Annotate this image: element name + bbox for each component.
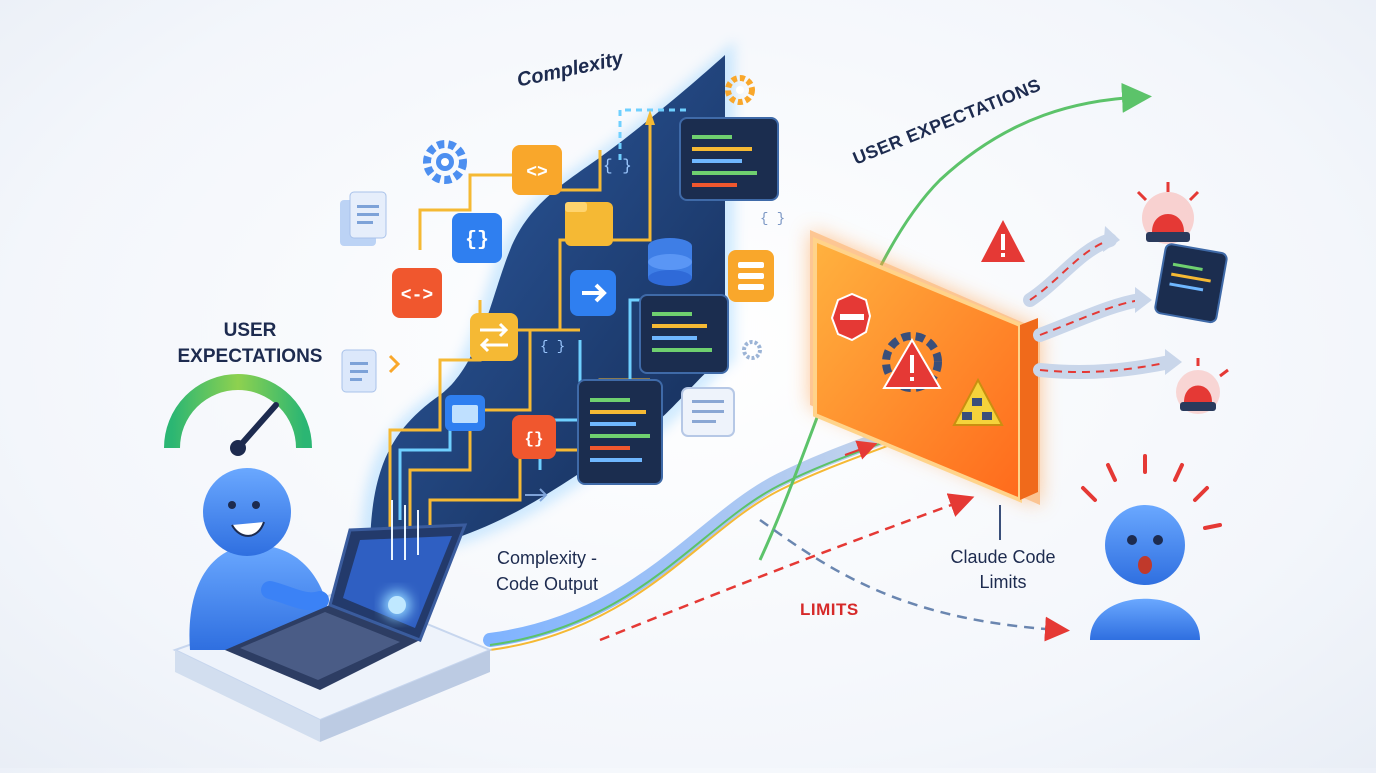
laptop-icon [225, 523, 468, 690]
gear-icon [423, 140, 467, 184]
arrow-decoration [525, 488, 548, 502]
gear-icon-small [742, 340, 762, 360]
network-warning-icon [952, 377, 1004, 426]
warning-icon-floating [981, 220, 1025, 262]
upload-arrows [391, 500, 419, 560]
warning-icon [882, 332, 942, 392]
terminal-icon-top [679, 117, 779, 201]
terminal-icon-bottom [577, 379, 663, 485]
folder-icon [565, 202, 613, 246]
window-icon [445, 395, 485, 431]
document-icon [340, 191, 387, 246]
deflected-arrows [1023, 226, 1182, 379]
stop-sign-icon [830, 292, 872, 342]
svg-text:{ }: { } [540, 339, 565, 355]
expectations-arrow [758, 82, 1152, 561]
database-icon [648, 238, 692, 286]
svg-text:{}: {} [524, 430, 543, 448]
list-icon [681, 387, 735, 437]
output-cable [483, 418, 922, 651]
curly-braces-icon-small: {} [512, 415, 556, 459]
siren-icon-bottom [1176, 358, 1229, 414]
user-expectations-label-left: USER EXPECTATIONS [177, 320, 323, 367]
limits-label: LIMITS [800, 600, 859, 619]
svg-text:<->: <-> [401, 286, 433, 306]
svg-text:{ }: { } [603, 157, 632, 175]
gear-icon-orange [725, 75, 755, 105]
gauge-icon [164, 374, 312, 456]
worried-person-avatar [1081, 454, 1222, 640]
terminal-icon-middle [639, 294, 729, 374]
code-icon: <-> [392, 268, 442, 318]
database-block-icon [728, 250, 774, 302]
limits-dashed-arrow [599, 493, 975, 642]
claude-code-limits-label: Claude Code Limits [950, 547, 1056, 592]
terminal-icon-right [1154, 243, 1228, 324]
code-output-label: Complexity - Code Output [495, 548, 599, 594]
code-block-orange-top: <> [512, 145, 562, 195]
swap-icon [470, 313, 518, 361]
curly-braces-decoration: { } [760, 211, 785, 227]
arrow-right-icon [570, 270, 616, 316]
outcome-dashed-arrow [759, 518, 1070, 642]
curly-braces-icon: {} [452, 213, 502, 263]
svg-text:<>: <> [526, 163, 548, 183]
document-icon-left [341, 349, 401, 393]
svg-text:{}: {} [465, 229, 489, 252]
siren-icon-top [1136, 182, 1200, 244]
